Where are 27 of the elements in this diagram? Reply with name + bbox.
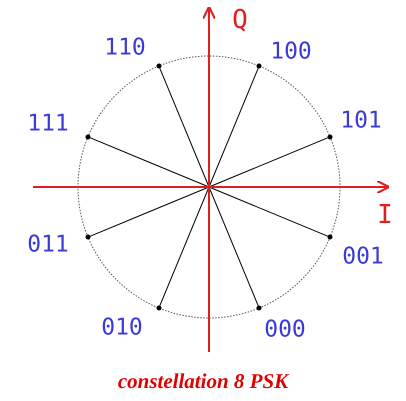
constellation-point — [256, 306, 262, 311]
radial-line — [208, 186, 328, 237]
radial-line — [208, 186, 259, 306]
constellation-point — [156, 63, 162, 68]
symbol-label: 001 — [342, 246, 384, 268]
caption: constellation 8 PSK — [116, 371, 290, 392]
axis-label: Q — [232, 7, 248, 33]
radial-line — [208, 68, 259, 188]
constellation-point — [85, 234, 90, 240]
symbol-label: 101 — [340, 110, 382, 132]
symbol-label: 100 — [270, 40, 312, 64]
axis-label: I — [377, 202, 393, 228]
constellation-point — [328, 234, 333, 240]
symbol-label: 111 — [27, 112, 69, 136]
constellation-point — [85, 134, 90, 140]
constellation-point — [328, 134, 333, 140]
symbol-label: 011 — [27, 234, 69, 256]
constellation-point — [156, 306, 162, 311]
radial-line — [159, 68, 210, 188]
radial-line — [159, 186, 210, 306]
symbol-label: 110 — [104, 36, 146, 60]
symbol-label: 010 — [101, 316, 143, 340]
radial-line — [90, 186, 210, 237]
radial-line — [90, 137, 210, 188]
radial-line — [208, 137, 328, 188]
constellation-point — [256, 63, 262, 68]
symbol-label: 000 — [264, 318, 306, 342]
